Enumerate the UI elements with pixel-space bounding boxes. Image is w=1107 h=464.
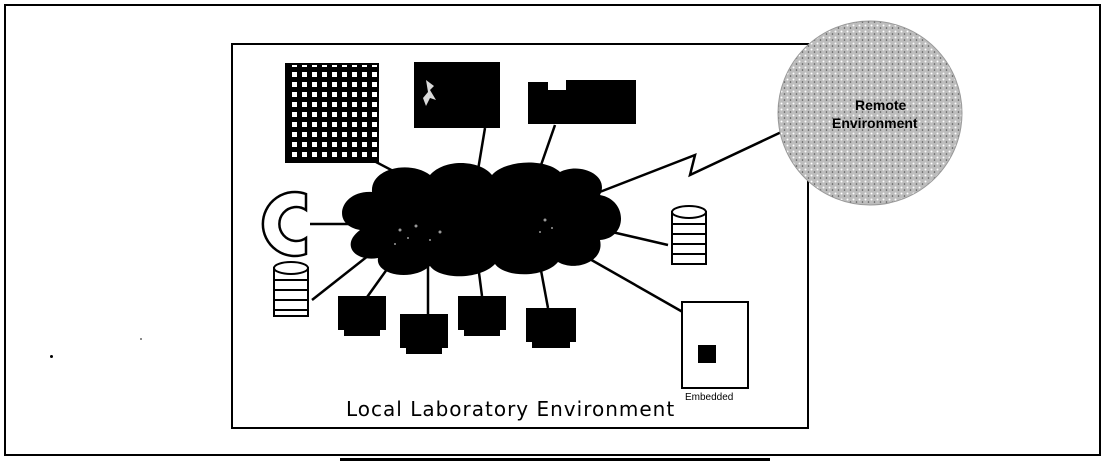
remote-label-line2: Environment [832, 115, 918, 131]
embedded-system-icon [681, 301, 749, 389]
terminal-icon [338, 296, 386, 336]
embedded-label: Embedded [685, 392, 733, 403]
display-grid-icon [285, 63, 379, 163]
bottom-rule [340, 458, 770, 461]
disk-stack-icon [273, 261, 309, 317]
printer-icon [528, 80, 636, 124]
terminal-icon [526, 308, 576, 348]
scan-speck [50, 355, 53, 358]
terminal-icon [400, 314, 448, 354]
scan-speck [140, 338, 142, 340]
workstation-icon [414, 62, 500, 128]
tape-drive-icon [261, 190, 308, 258]
remote-label-line1: Remote [855, 97, 907, 113]
network-cloud-icon [342, 162, 621, 277]
remote-environment-icon [777, 20, 963, 206]
terminal-icon [458, 296, 506, 336]
lab-label: Local Laboratory Environment [346, 397, 675, 421]
disk-stack-icon [671, 205, 707, 265]
